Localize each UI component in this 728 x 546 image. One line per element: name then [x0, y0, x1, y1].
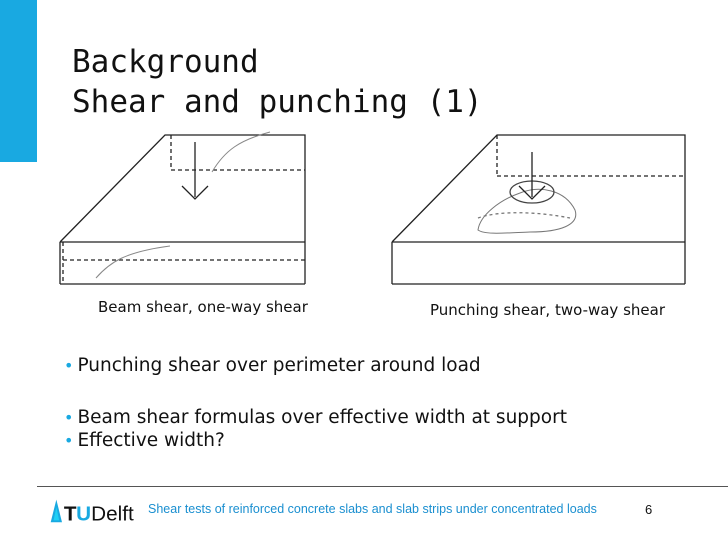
shear-diagrams [59, 131, 686, 285]
slide-title: Background Shear and punching (1) [72, 42, 483, 122]
beam-shear-diagram [59, 131, 306, 285]
bullet-dot-icon: • [64, 356, 74, 375]
bullet-text: Effective width? [77, 430, 225, 451]
bullet-dot-icon: • [64, 408, 74, 427]
logo-t: T [64, 502, 77, 525]
accent-bar [0, 0, 37, 162]
punching-shear-diagram [391, 134, 686, 285]
logo-delft: Delft [91, 502, 134, 525]
footer-text: Shear tests of reinforced concrete slabs… [148, 502, 597, 516]
bullet-item: •Punching shear over perimeter around lo… [64, 355, 481, 376]
bullet-item: •Effective width? [64, 430, 225, 451]
page-number: 6 [645, 502, 653, 517]
bullet-item: •Beam shear formulas over effective widt… [64, 407, 567, 428]
caption-beam-shear: Beam shear, one-way shear [98, 298, 308, 316]
bullet-text: Punching shear over perimeter around loa… [77, 355, 481, 376]
logo-u: U [76, 502, 91, 525]
bullet-text: Beam shear formulas over effective width… [77, 407, 567, 428]
tudelft-logo: T U Delft [50, 499, 134, 525]
title-line-2: Shear and punching (1) [72, 84, 483, 120]
caption-punching-shear: Punching shear, two-way shear [430, 301, 665, 319]
bullet-dot-icon: • [64, 431, 74, 450]
footer-divider [37, 486, 728, 487]
title-line-1: Background [72, 44, 259, 80]
